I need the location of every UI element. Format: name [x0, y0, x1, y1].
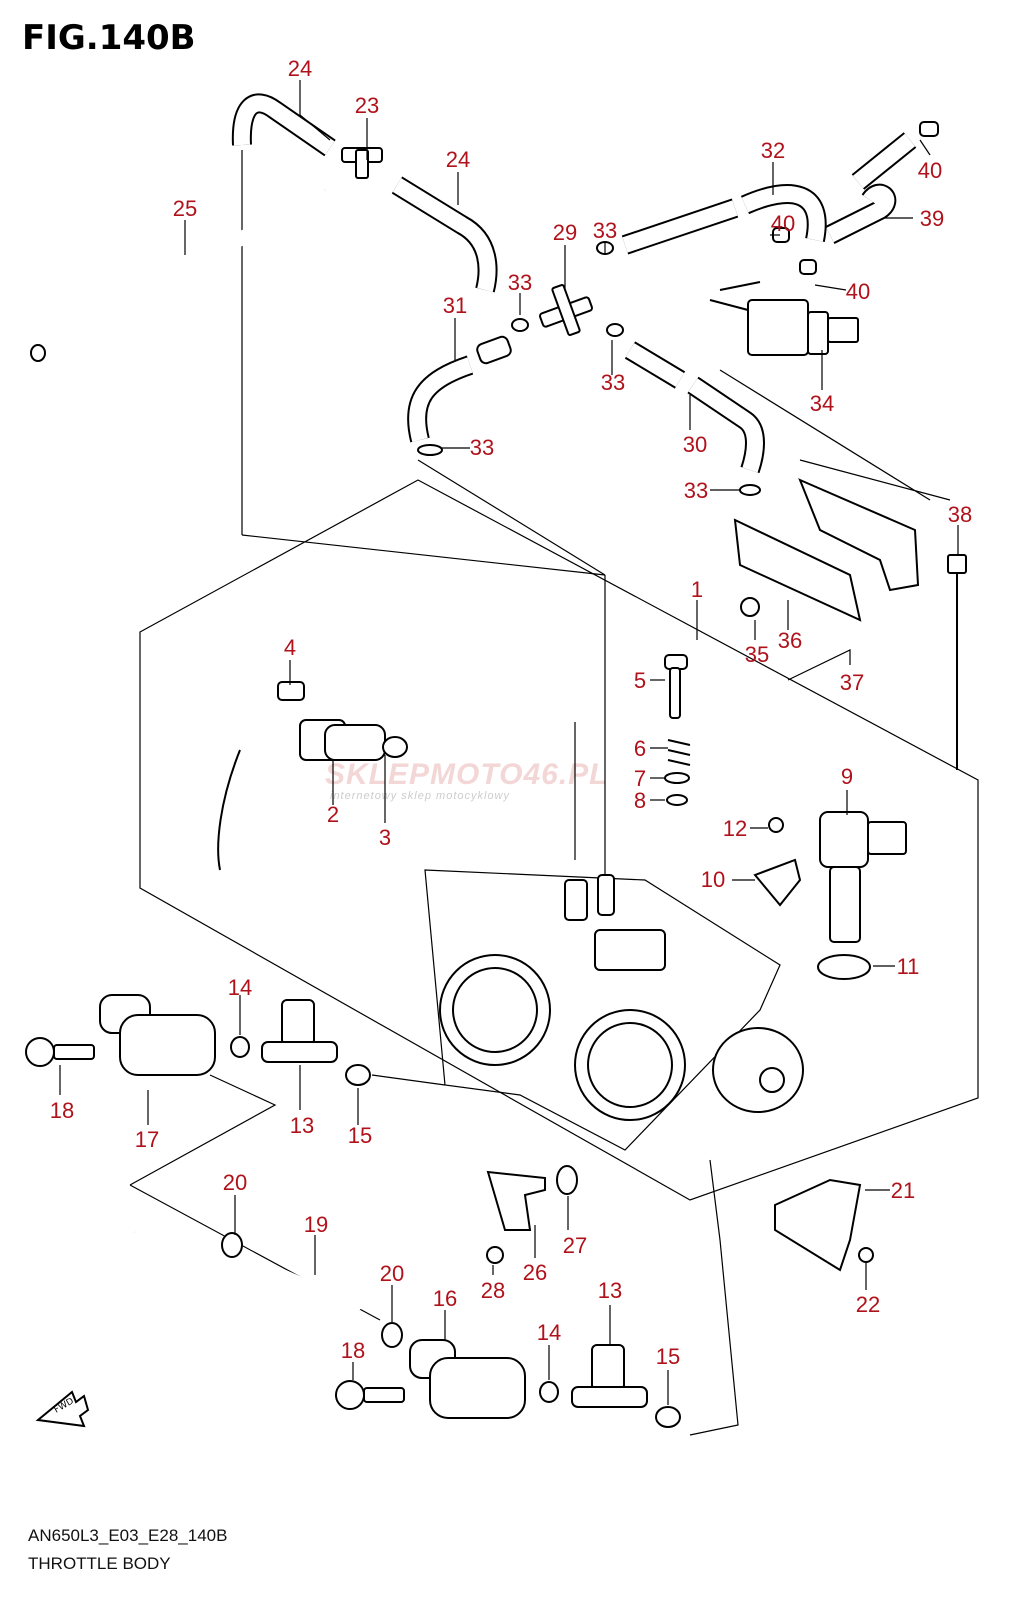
callout-10: 10: [701, 867, 725, 892]
callout-38: 38: [948, 502, 972, 527]
callout-32: 32: [761, 138, 785, 163]
callout-26: 26: [523, 1260, 547, 1285]
callout-24: 24: [288, 56, 312, 81]
callout-20: 20: [223, 1170, 247, 1195]
callout-21: 21: [891, 1178, 915, 1203]
diagram-name: THROTTLE BODY: [28, 1554, 171, 1573]
callout-2: 2: [327, 802, 339, 827]
callout-24: 24: [446, 147, 470, 172]
callout-18: 18: [341, 1338, 365, 1363]
callout-22: 22: [856, 1292, 880, 1317]
watermark-subtext: internetowy sklep motocyklowy: [330, 790, 511, 802]
callout-36: 36: [778, 628, 802, 653]
callout-33: 33: [684, 478, 708, 503]
callout-33: 33: [470, 435, 494, 460]
callout-40: 40: [918, 158, 942, 183]
callout-27: 27: [563, 1233, 587, 1258]
callout-labels: 1234567891011121313141415151617181819202…: [50, 56, 972, 1369]
callout-29: 29: [553, 220, 577, 245]
callout-40: 40: [771, 211, 795, 236]
callout-34: 34: [810, 391, 834, 416]
diagram-code: AN650L3_E03_E28_140B: [28, 1526, 228, 1545]
callout-12: 12: [723, 816, 747, 841]
callout-13: 13: [598, 1278, 622, 1303]
callout-7: 7: [634, 766, 646, 791]
callout-33: 33: [593, 218, 617, 243]
callout-15: 15: [656, 1344, 680, 1369]
callout-33: 33: [508, 270, 532, 295]
callout-40: 40: [846, 279, 870, 304]
callout-9: 9: [841, 764, 853, 789]
callout-11: 11: [897, 954, 920, 979]
callout-30: 30: [683, 432, 707, 457]
callout-3: 3: [379, 825, 391, 850]
callout-35: 35: [745, 642, 769, 667]
callout-14: 14: [537, 1320, 561, 1345]
callout-13: 13: [290, 1113, 314, 1138]
callout-31: 31: [443, 293, 467, 318]
callout-39: 39: [920, 206, 944, 231]
callout-8: 8: [634, 788, 646, 813]
callout-33: 33: [601, 370, 625, 395]
callout-4: 4: [284, 635, 296, 660]
callout-17: 17: [135, 1127, 159, 1152]
callout-5: 5: [634, 668, 646, 693]
callout-25: 25: [173, 196, 197, 221]
callout-15: 15: [348, 1123, 372, 1148]
callout-19: 19: [304, 1212, 328, 1237]
callout-18: 18: [50, 1098, 74, 1123]
callout-20: 20: [380, 1261, 404, 1286]
fwd-arrow-icon: FWD: [35, 1390, 90, 1428]
callout-1: 1: [691, 577, 703, 602]
figure-title: FIG.140B: [22, 18, 196, 58]
callout-37: 37: [840, 670, 864, 695]
callout-14: 14: [228, 975, 252, 1000]
callout-6: 6: [634, 736, 646, 761]
watermark-text: SKLEPMOTO46.PL: [325, 758, 609, 791]
callout-16: 16: [433, 1286, 457, 1311]
callout-28: 28: [481, 1278, 505, 1303]
callout-23: 23: [355, 93, 379, 118]
